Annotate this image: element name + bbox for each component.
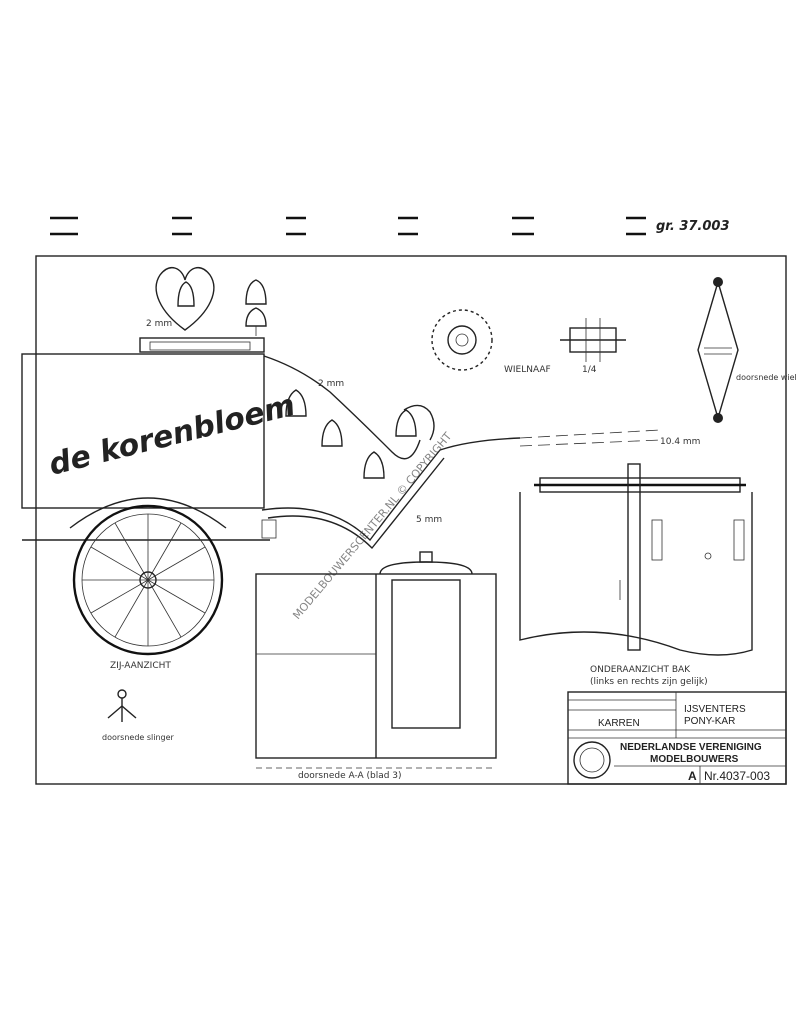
wheel-section-label: doorsnede wiel	[736, 373, 797, 382]
drawing-number: Nr.4037-003	[704, 769, 770, 783]
shaft-dimension: 10.4 mm	[660, 437, 700, 447]
bell-icon	[177, 281, 195, 307]
wheel-spokes	[82, 514, 214, 646]
handwritten-reference: gr. 37.003	[656, 219, 730, 234]
bell-icon	[245, 307, 267, 327]
pole-rod	[261, 437, 521, 542]
section-aa-label: doorsnede A-A (blad 3)	[298, 771, 402, 781]
organization-seal	[573, 741, 611, 779]
heart-ornament	[155, 267, 215, 331]
category-label: KARREN	[598, 718, 640, 729]
bell-icon	[363, 451, 385, 479]
bell-icon	[395, 409, 417, 437]
title-block: KARREN IJSVENTERS PONY-KAR NEDERLANDSE V…	[567, 691, 787, 785]
title-line-1: IJSVENTERS	[684, 704, 746, 715]
bell-icon	[245, 279, 267, 305]
copyright-watermark: MODELBOUWERSCENTER.NL © COPYRIGHT	[290, 430, 454, 622]
underside-note: (links en rechts zijn gelijk)	[590, 677, 708, 687]
title-line-2: PONY-KAR	[684, 716, 735, 727]
underside-view: ONDERAANZICHT BAK (links en rechts zijn …	[519, 463, 753, 687]
cart-box	[21, 353, 265, 509]
wheel	[72, 504, 224, 656]
bell-icon	[321, 419, 343, 447]
bell-wire-dimension: 2 mm	[146, 319, 172, 329]
pole-rod-dimension: 5 mm	[416, 515, 442, 525]
cart-lid	[139, 337, 265, 353]
hub-label: WIELNAAF	[504, 365, 551, 375]
section-aa: doorsnede A-A (blad 3)	[255, 551, 497, 781]
bell-icon	[285, 389, 307, 417]
shaft	[519, 429, 661, 439]
crank-section-label: doorsnede slinger	[102, 733, 175, 742]
crank-section-detail: doorsnede slinger	[102, 689, 175, 742]
hub-detail: WIELNAAF 1/4	[431, 309, 626, 375]
bell-chain	[263, 355, 421, 460]
hub-scale: 1/4	[582, 365, 597, 375]
cart-name: de korenbloem	[45, 388, 298, 483]
drawing-frame	[35, 255, 787, 785]
underside-label: ONDERAANZICHT BAK	[590, 665, 691, 675]
wheel-section-detail: doorsnede wiel	[697, 277, 797, 423]
mudguard	[69, 497, 227, 529]
chain-wire-dimension: 2 mm	[318, 379, 344, 389]
org-line-2: MODELBOUWERS	[650, 754, 739, 765]
org-line-1: NEDERLANDSE VERENIGING	[620, 742, 762, 753]
size-code: A	[688, 769, 697, 783]
registration-marks	[50, 216, 646, 236]
side-view-label: ZIJ-AANZICHT	[110, 661, 171, 671]
